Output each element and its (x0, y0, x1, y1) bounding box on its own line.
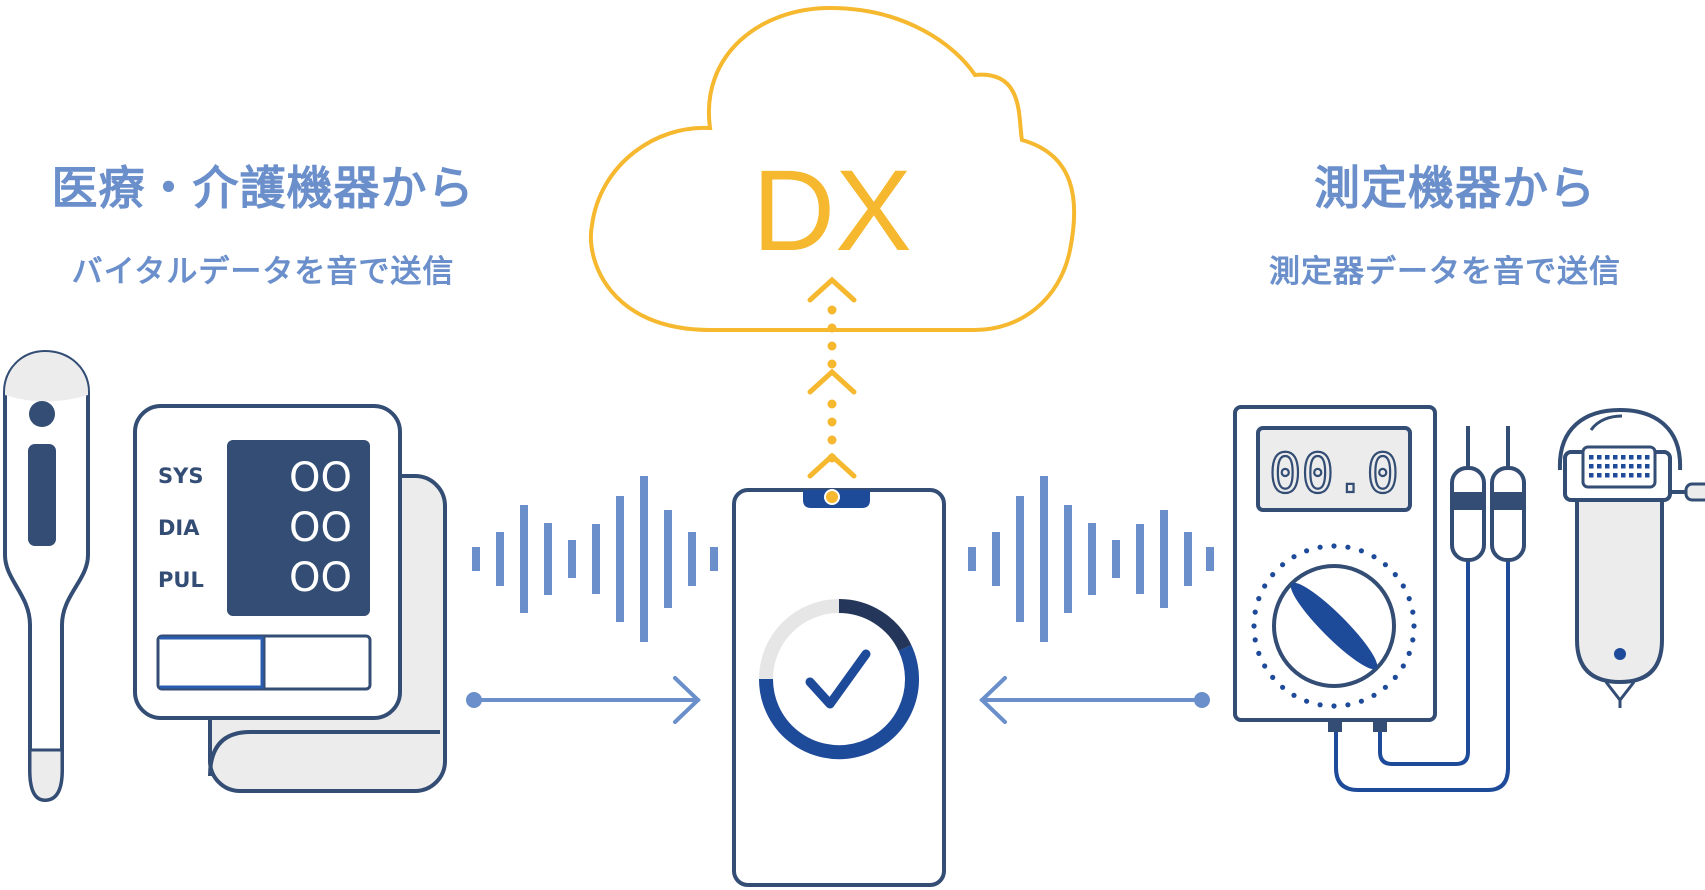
dial-dot (1371, 692, 1377, 698)
dial-dot (1392, 674, 1398, 681)
grille-hole (1621, 473, 1626, 478)
grille-hole (1629, 464, 1634, 469)
bp-value-pul: OO (289, 555, 352, 601)
grille-hole (1597, 455, 1602, 460)
dial-dot (1400, 583, 1406, 589)
dial-dot (1382, 562, 1388, 568)
dial-dot (1411, 623, 1417, 629)
bp-label-pul: PUL (158, 568, 204, 592)
grille-hole (1597, 473, 1602, 478)
sound-wave-icon-left (472, 476, 718, 642)
dial-dot (1256, 596, 1262, 602)
blood-pressure-monitor-icon: SYS DIA PUL OO OO OO (133, 404, 447, 793)
grille-hole (1613, 455, 1618, 460)
grille-hole (1589, 455, 1594, 460)
multimeter-reading: 00.0 (1269, 442, 1399, 505)
flow-arrow-left (466, 676, 701, 724)
grille-hole (1613, 473, 1618, 478)
dial-dot (1252, 609, 1258, 615)
thermometer-icon (3, 349, 90, 803)
grille-hole (1645, 464, 1650, 469)
dial-dots (1251, 543, 1417, 709)
smartphone-icon (732, 488, 946, 887)
dial-dot (1410, 609, 1416, 615)
dial-dot (1252, 637, 1258, 643)
grille-hole (1605, 464, 1610, 469)
grille-hole (1589, 473, 1594, 478)
grille-hole (1597, 464, 1602, 469)
grille-hole (1605, 455, 1610, 460)
grille-hole (1621, 464, 1626, 469)
grille-hole (1629, 473, 1634, 478)
bp-value-sys: OO (289, 455, 352, 501)
dial-dot (1304, 698, 1310, 704)
dial-dot (1358, 548, 1364, 554)
grille-hole (1621, 455, 1626, 460)
dial-dot (1317, 702, 1323, 708)
dial-dot (1270, 674, 1276, 681)
dial-dot (1382, 684, 1388, 690)
right-title: 測定機器から (1314, 161, 1596, 215)
dial-dot (1317, 544, 1323, 550)
microphone-sensor-icon (1557, 407, 1705, 708)
grille-hole (1645, 455, 1650, 460)
upload-dots (827, 305, 837, 519)
bp-label-sys: SYS (158, 464, 203, 488)
dial-dot (1371, 554, 1377, 560)
dial-dot (1251, 623, 1257, 629)
grille-hole (1637, 455, 1642, 460)
grille-hole (1637, 473, 1642, 478)
grille-hole (1613, 464, 1618, 469)
dial-dot (1304, 548, 1310, 554)
dial-dot (1262, 583, 1268, 589)
dial-dot (1410, 637, 1416, 643)
multimeter-icon: 00.0 (1233, 405, 1510, 792)
right-subtitle: 測定器データを音で送信 (1269, 254, 1621, 290)
dial-dot (1262, 663, 1268, 669)
grille-hole (1645, 473, 1650, 478)
grille-hole (1605, 473, 1610, 478)
dial-dot (1392, 572, 1398, 578)
dial-dot (1291, 554, 1297, 560)
bp-value-dia: OO (289, 505, 352, 551)
dial-dot (1406, 596, 1412, 602)
dial-dot (1270, 572, 1276, 578)
dial-dot (1400, 663, 1406, 669)
dial-dot (1345, 702, 1351, 708)
grille-hole (1589, 464, 1594, 469)
dial-dot (1358, 698, 1364, 704)
dial-dot (1280, 684, 1286, 690)
left-subtitle: バイタルデータを音で送信 (71, 254, 455, 290)
grille-hole (1629, 455, 1634, 460)
cloud-icon: DX (589, 5, 1077, 332)
dial-dot (1406, 650, 1412, 657)
check-icon (805, 649, 871, 709)
grille-hole (1637, 464, 1642, 469)
cloud-label: DX (752, 147, 912, 275)
dial-dot (1291, 692, 1297, 698)
dial-dot (1256, 650, 1262, 657)
left-title: 医療・介護機器から (51, 161, 475, 215)
probe-icon (1450, 426, 1526, 562)
flow-arrow-right (979, 676, 1210, 724)
dial-dot (1345, 544, 1351, 550)
sound-wave-icon-right (968, 476, 1214, 642)
dial-dot (1331, 543, 1337, 549)
bp-label-dia: DIA (158, 516, 200, 540)
dial-dot (1331, 703, 1337, 709)
mic-grille (1589, 455, 1650, 478)
dial-dot (1280, 562, 1286, 568)
